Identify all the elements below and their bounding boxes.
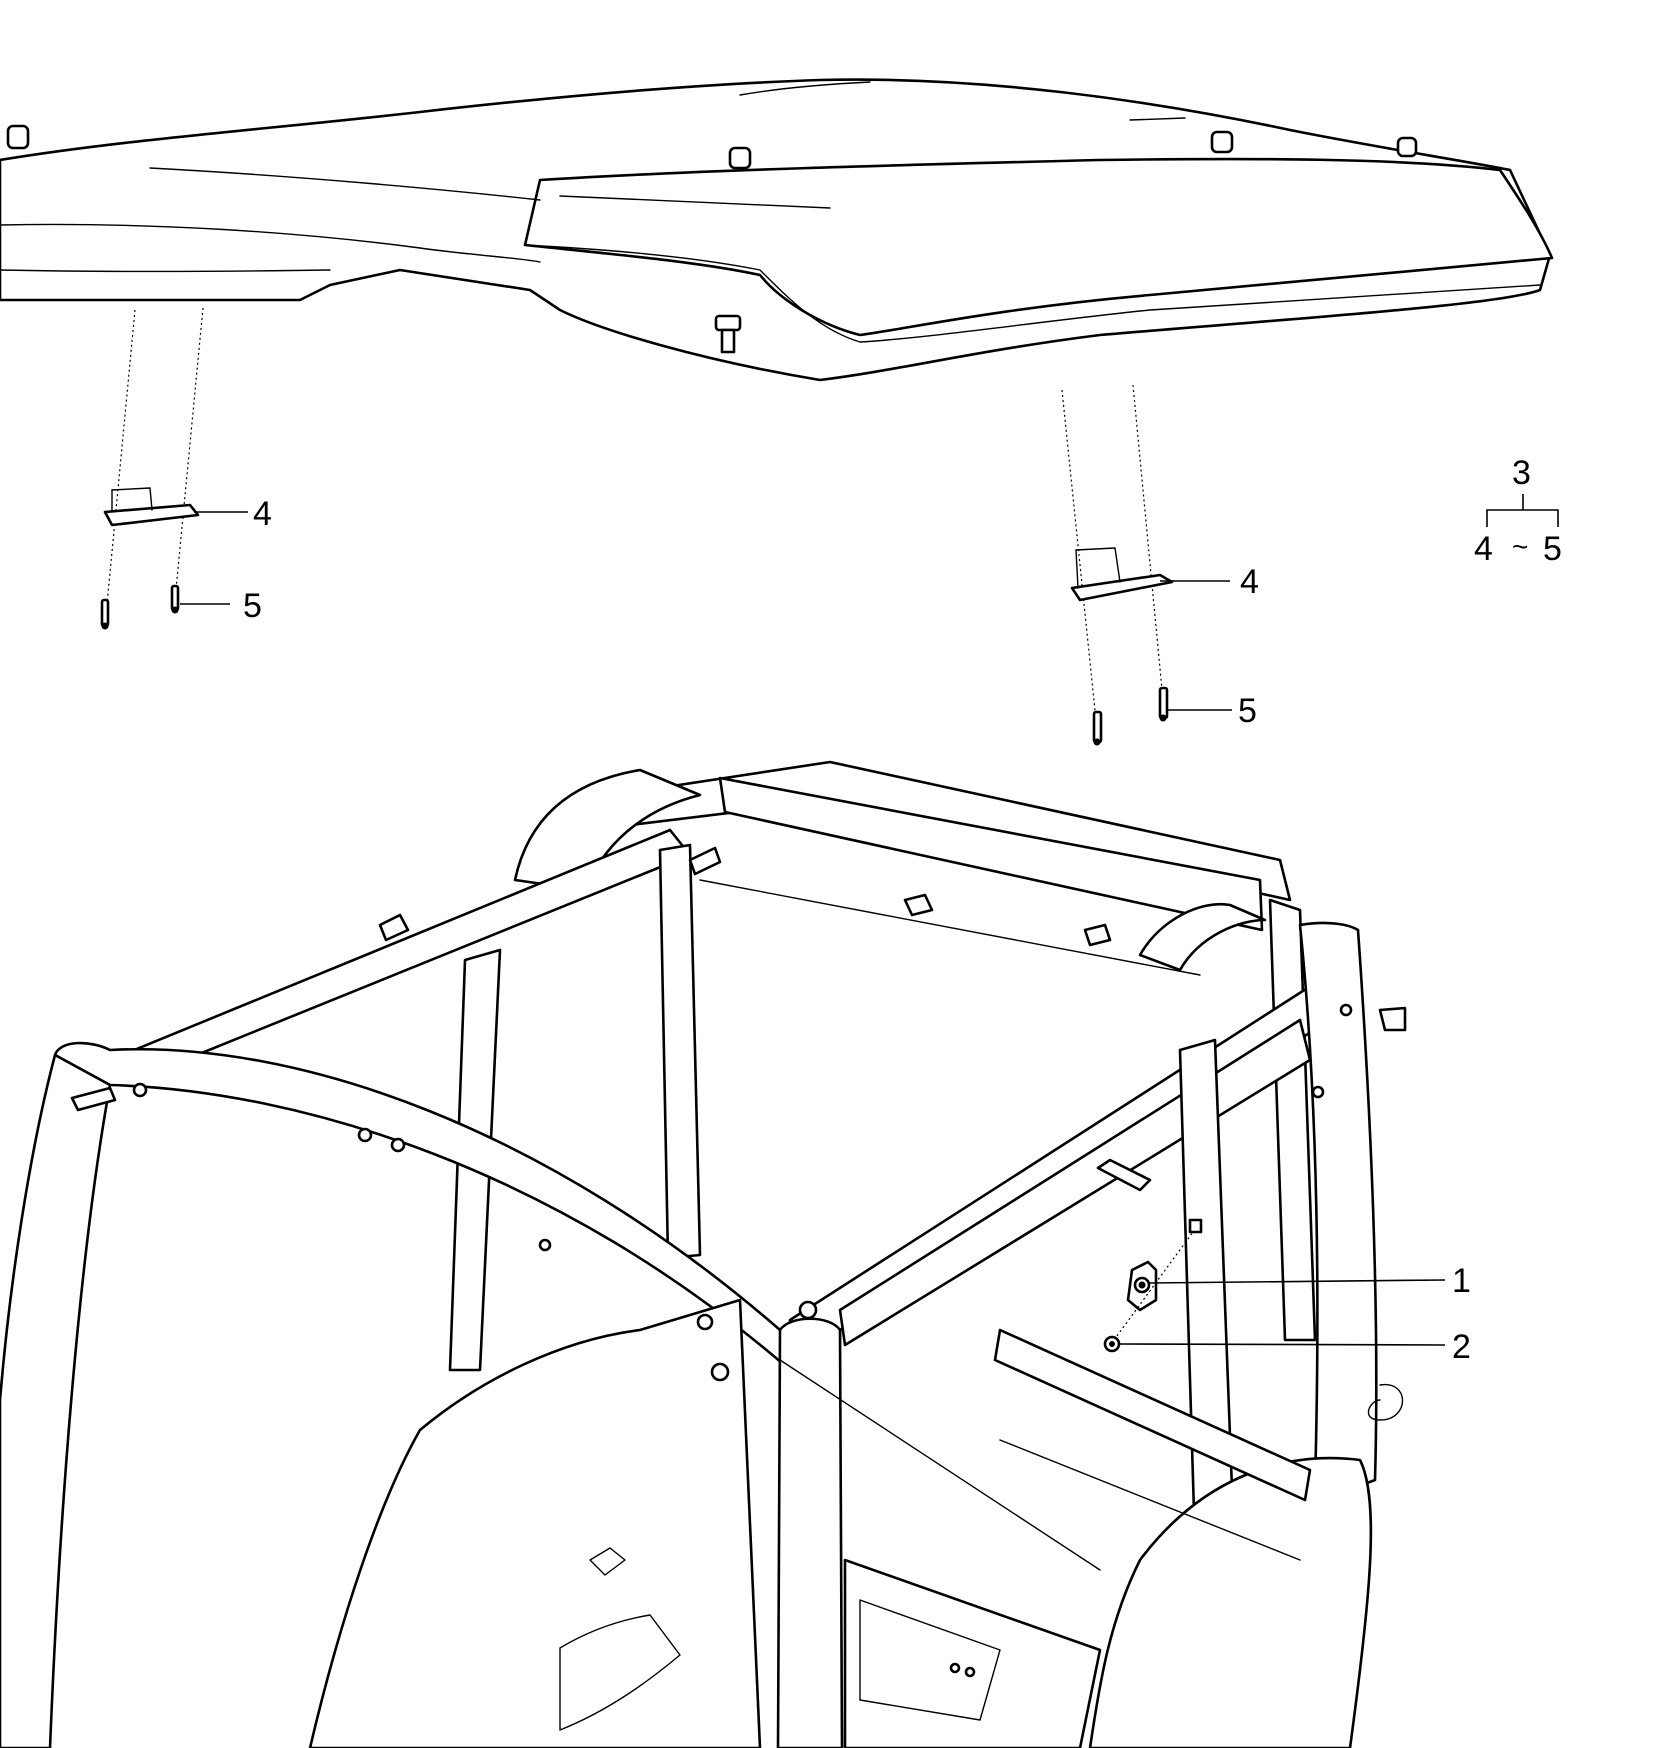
assembly-range-label: 4 ~ 5	[1474, 530, 1562, 568]
roof-boss-3	[1210, 130, 1234, 154]
screw-right-b	[1158, 686, 1169, 722]
callout-5-right: 5	[1238, 692, 1257, 730]
callout-3: 3	[1512, 454, 1531, 492]
leader-lines	[180, 494, 1559, 1346]
grab-handle-right	[1070, 547, 1174, 602]
assembly-range-from: 4	[1474, 530, 1493, 568]
callout-1: 1	[1452, 1262, 1471, 1300]
callout-2: 2	[1452, 1328, 1471, 1366]
callout-4-right: 4	[1240, 563, 1259, 601]
callout-4-left: 4	[253, 495, 272, 533]
grab-handle-left	[103, 487, 200, 527]
cab-frame	[0, 760, 1407, 1748]
screw-left-b	[170, 584, 180, 614]
screw-left-a	[100, 598, 110, 630]
alignment-lines	[105, 307, 1164, 731]
switch-bracket	[1113, 1218, 1203, 1341]
roof-boss-4	[1396, 136, 1418, 158]
bracket-screw	[1103, 1335, 1121, 1353]
roof-boss-1	[6, 124, 30, 150]
assembly-range-separator: ~	[1512, 531, 1528, 562]
roof-boss-2	[728, 146, 752, 170]
roof-canopy	[0, 78, 1554, 382]
screw-right-a	[1092, 710, 1103, 746]
roof-stud	[714, 314, 742, 354]
callout-5-left: 5	[243, 587, 262, 625]
assembly-range-to: 5	[1543, 530, 1562, 568]
